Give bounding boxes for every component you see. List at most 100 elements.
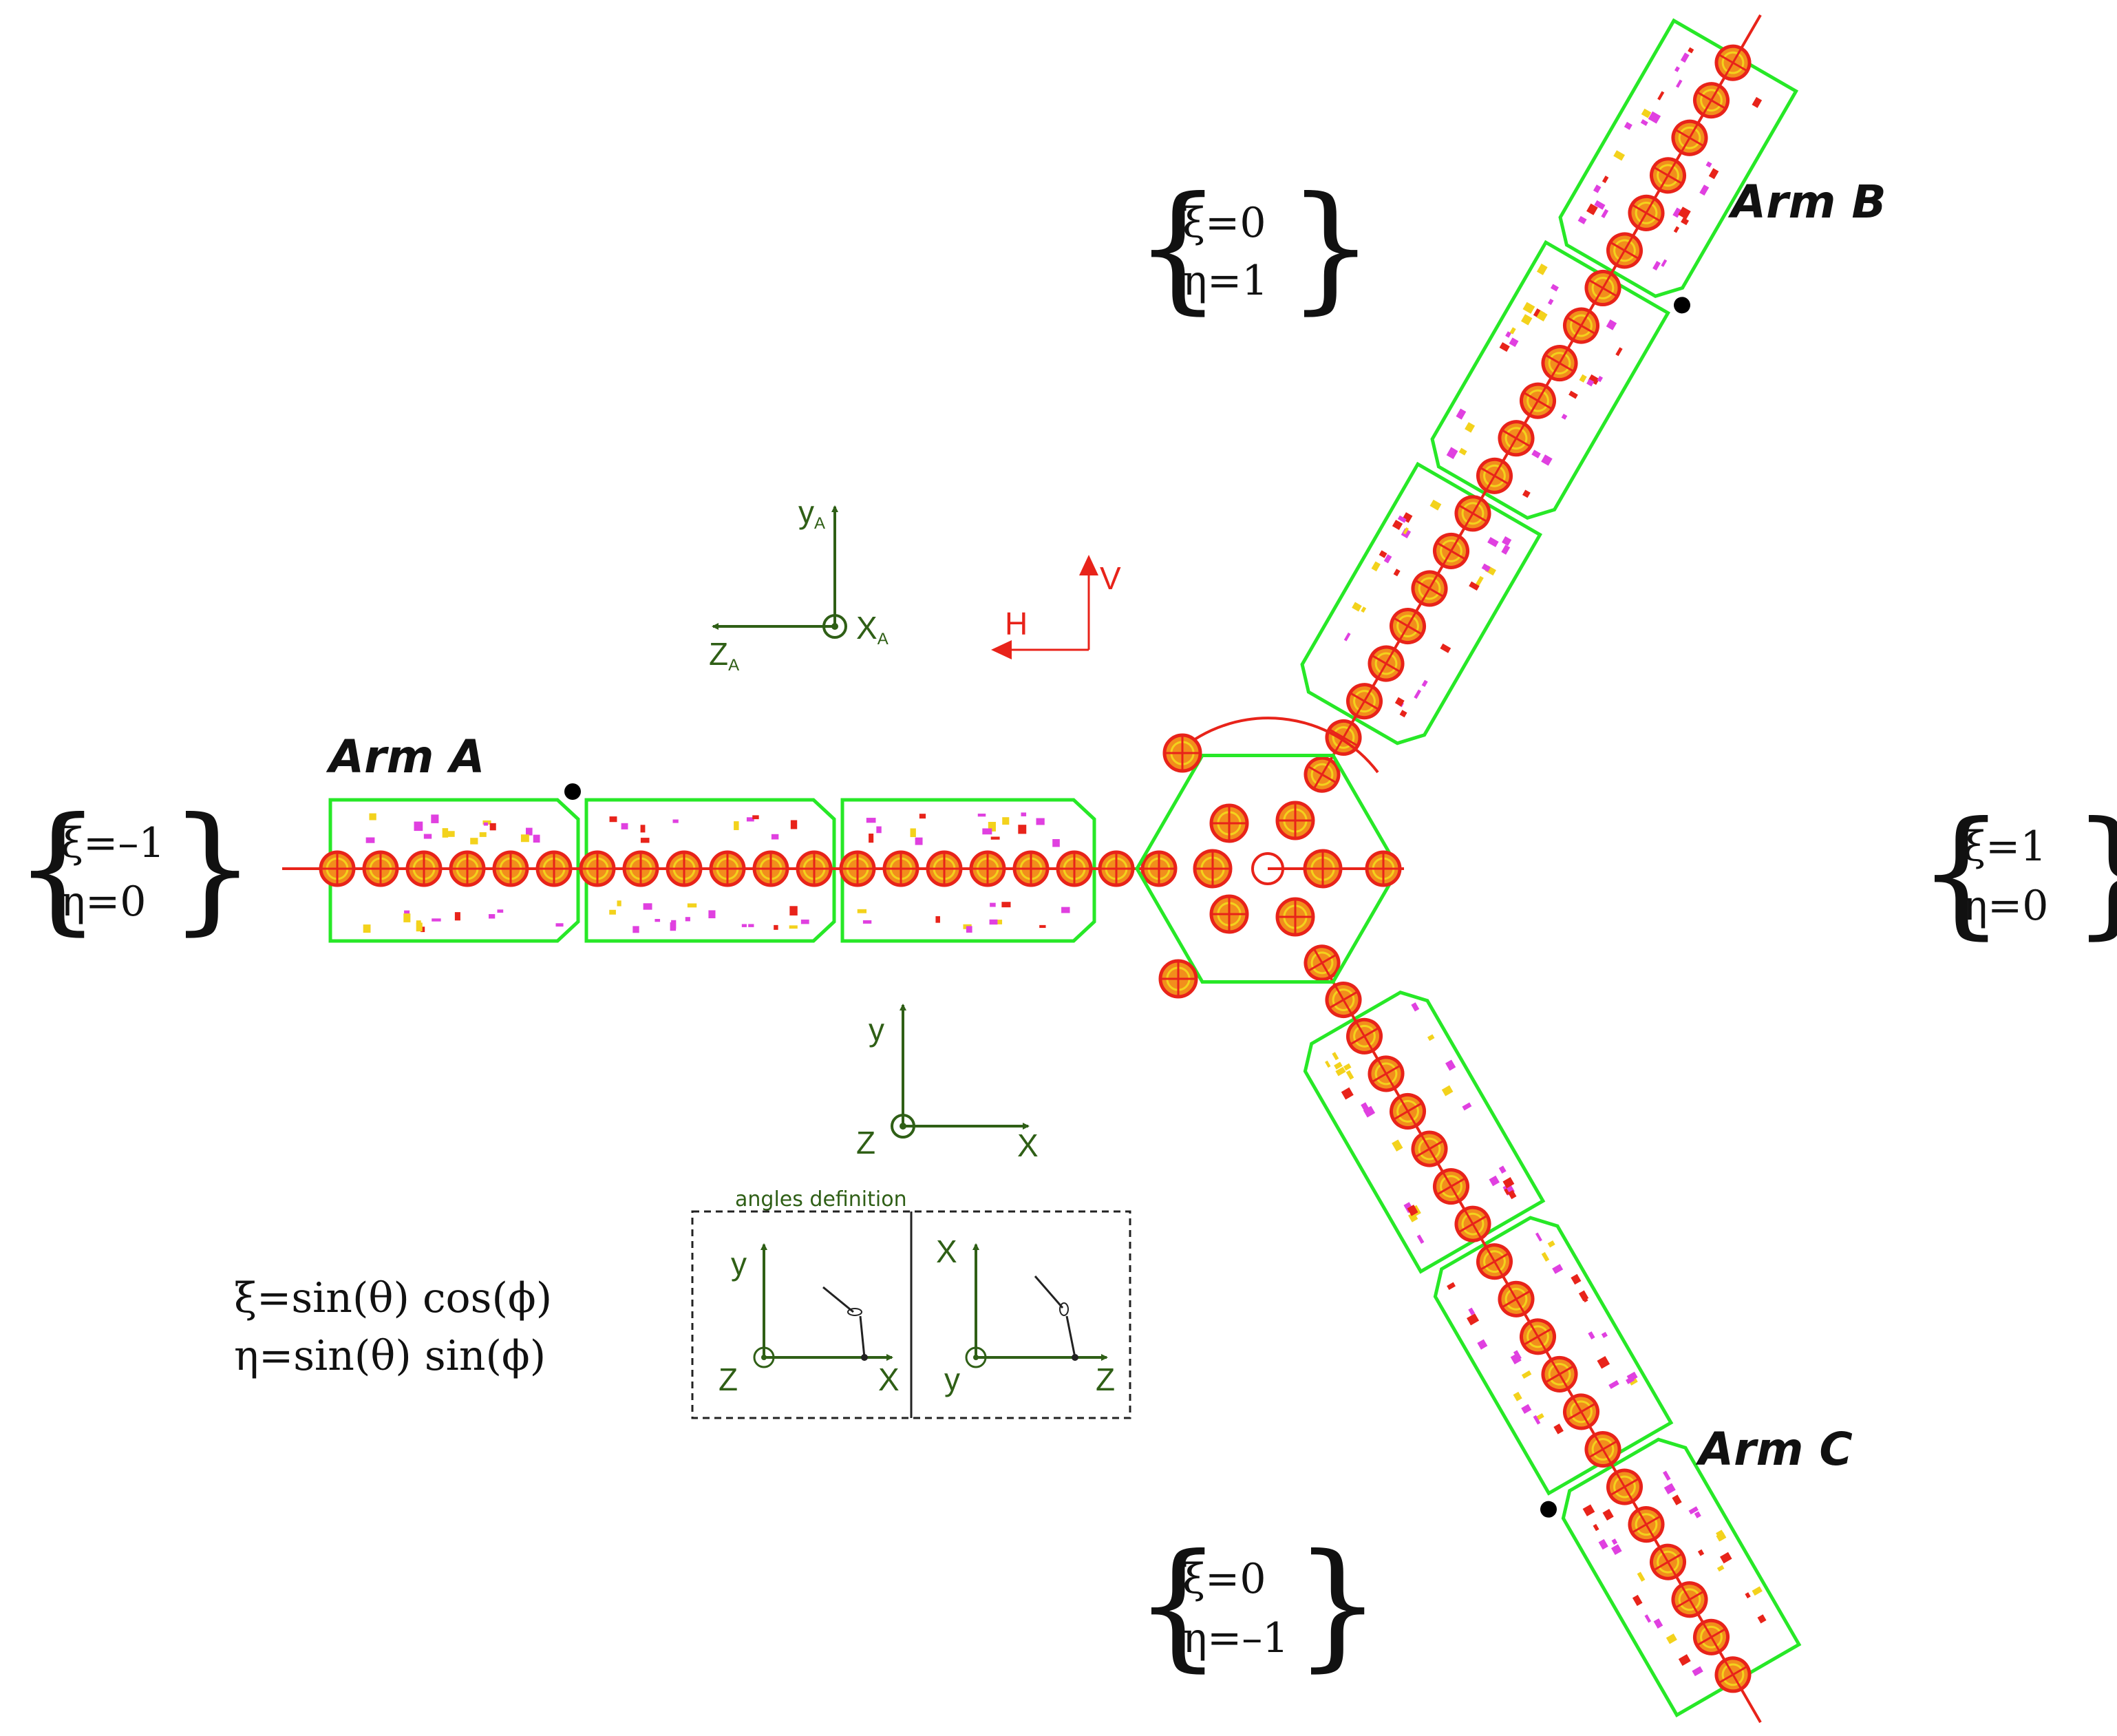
component-mark <box>910 828 916 838</box>
component-mark <box>632 926 639 933</box>
component-mark <box>1657 91 1665 100</box>
component-mark <box>1688 47 1694 54</box>
component-mark <box>1487 537 1499 547</box>
component-mark <box>1606 319 1617 330</box>
component-mark <box>1553 1423 1564 1435</box>
component-mark <box>1582 1504 1595 1516</box>
left-brace: { <box>1134 1525 1222 1685</box>
component-mark <box>1547 1240 1555 1248</box>
component-mark <box>1429 499 1442 511</box>
component-mark <box>1440 643 1451 653</box>
global-z-label: Z <box>856 1125 875 1161</box>
component-mark <box>1536 310 1548 321</box>
component-mark <box>1341 1087 1354 1100</box>
component-mark <box>1531 449 1541 458</box>
projection-line <box>859 1315 866 1358</box>
component-mark <box>866 818 876 823</box>
component-mark <box>1481 563 1491 572</box>
component-mark <box>1505 331 1512 338</box>
reference-point <box>564 783 581 800</box>
quadrupole <box>1671 1581 1708 1618</box>
module-outline <box>1300 461 1543 745</box>
component-mark <box>1502 1177 1515 1189</box>
angles-definition-box: angles definition y X Z X Z y <box>691 1187 1131 1419</box>
quadrupole <box>1714 1656 1752 1693</box>
quadrupole <box>1584 269 1621 306</box>
component-mark <box>1489 1175 1500 1187</box>
right-brace: } <box>1294 1525 1381 1685</box>
module-outline <box>584 798 836 943</box>
component-mark <box>1522 301 1535 314</box>
quadrupole <box>319 850 356 887</box>
component-mark <box>1613 150 1626 161</box>
component-mark <box>421 927 425 933</box>
component-mark <box>520 834 529 843</box>
component-mark <box>1666 1633 1677 1644</box>
case-bottom: { ξ=0 η=–1 } <box>1134 1525 1381 1685</box>
quadrupole <box>405 850 443 887</box>
component-mark <box>1036 818 1045 825</box>
arm-b-label: Arm B <box>1727 176 1886 229</box>
component-mark <box>1535 1232 1542 1242</box>
component-mark <box>1325 1060 1331 1068</box>
component-mark <box>990 836 1000 840</box>
case-top-eta: η=1 <box>1182 257 1268 305</box>
component-mark <box>1637 1571 1646 1582</box>
component-mark <box>416 922 423 932</box>
case-top-xi: ξ=0 <box>1182 199 1266 247</box>
quadrupole <box>1158 959 1198 999</box>
quadrupole <box>1209 894 1249 934</box>
component-mark <box>800 919 809 924</box>
quadrupole <box>1714 44 1752 81</box>
component-mark <box>454 912 460 921</box>
quadrupole <box>449 850 486 887</box>
component-mark <box>431 814 439 823</box>
component-mark <box>1507 1189 1517 1200</box>
component-mark <box>1427 1034 1435 1041</box>
angles-box-frame <box>691 1210 1131 1419</box>
quadrupole <box>839 850 876 887</box>
component-mark <box>1002 817 1010 825</box>
central-hub <box>1135 717 1404 999</box>
component-mark <box>1648 111 1661 124</box>
component-mark <box>363 924 371 933</box>
component-mark <box>1652 261 1661 271</box>
component-mark <box>1477 1339 1488 1350</box>
quadrupole <box>1541 1355 1578 1393</box>
global-y-label: y <box>869 1012 884 1048</box>
component-mark <box>414 821 423 832</box>
case-left: { ξ=–1 η=0 } <box>14 788 256 949</box>
component-mark <box>774 924 778 930</box>
component-mark <box>1458 447 1467 456</box>
quadrupole <box>1584 1431 1621 1468</box>
arm-module <box>584 798 836 943</box>
quadrupole <box>709 850 746 887</box>
quadrupole <box>1454 1205 1491 1242</box>
right-horizontal-label: Z <box>1096 1362 1115 1397</box>
component-mark <box>1626 1371 1638 1382</box>
xa-label: XA <box>856 610 889 648</box>
component-mark <box>1446 447 1458 459</box>
right-brace: } <box>1287 167 1374 328</box>
component-mark <box>1414 689 1421 699</box>
quadrupole <box>796 850 833 887</box>
component-mark <box>1624 122 1632 130</box>
quadrupole <box>1650 1543 1686 1580</box>
component-mark <box>1602 176 1609 184</box>
left-brace: { <box>1134 167 1222 328</box>
formula-xi: ξ=sin(θ) cos(ϕ) <box>234 1274 552 1322</box>
reference-point <box>1673 297 1690 314</box>
component-mark <box>1383 554 1392 564</box>
hub-arc <box>1177 717 1379 774</box>
component-mark <box>1598 1538 1608 1550</box>
component-mark <box>609 816 617 823</box>
component-mark <box>687 903 697 908</box>
component-mark <box>489 913 496 919</box>
component-mark <box>1593 184 1602 193</box>
quadrupole <box>1433 1168 1469 1205</box>
arm-module <box>1558 18 1799 298</box>
component-mark <box>1579 374 1587 383</box>
component-mark <box>1597 375 1604 383</box>
quadrupole <box>1411 1130 1448 1167</box>
